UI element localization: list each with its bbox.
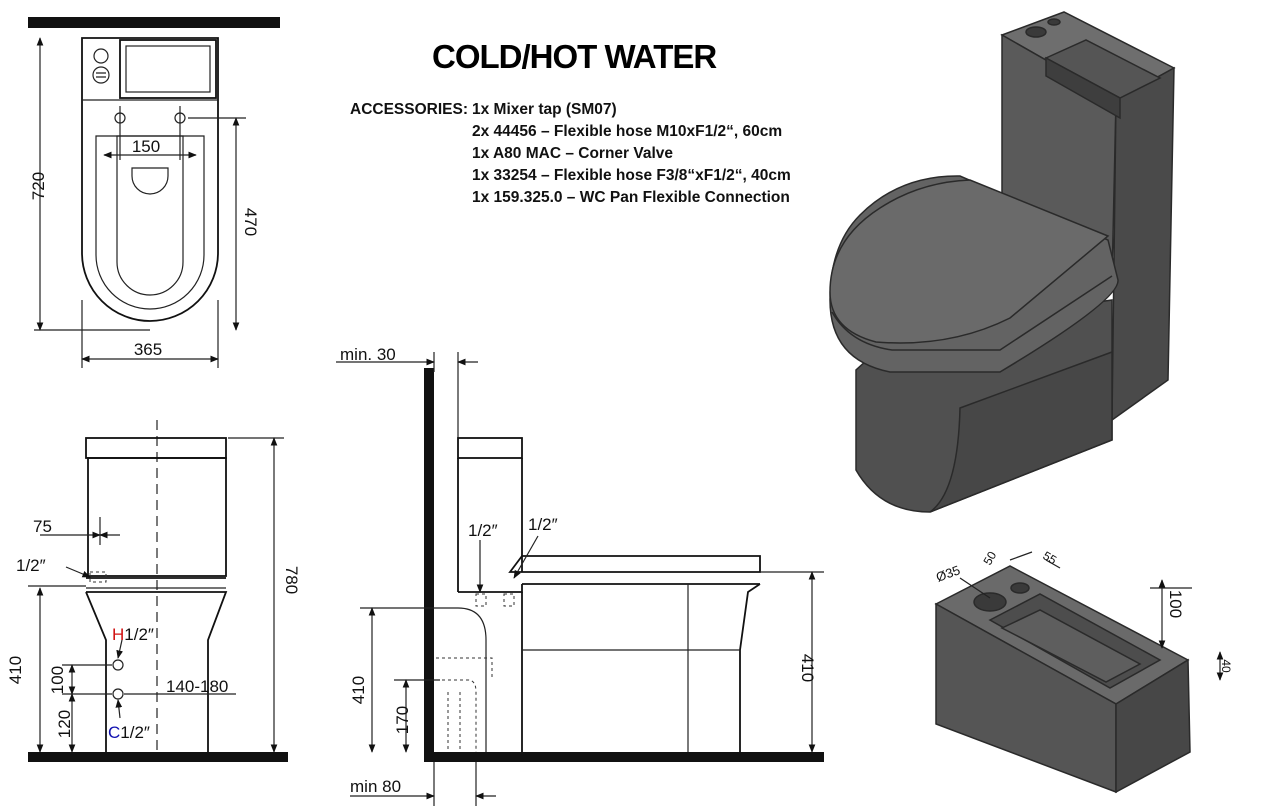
- floor-bar: [28, 752, 288, 762]
- accessory-item: 1x A80 MAC – Corner Valve: [472, 145, 674, 162]
- cold-label: C: [108, 723, 120, 742]
- dim-b: 55: [1041, 548, 1060, 567]
- dim-height: 780: [282, 566, 301, 594]
- flush-button: [92, 66, 110, 84]
- accessory-item: 1x 33254 – Flexible hose F3/8“xF1/2“, 40…: [472, 167, 791, 184]
- top-view: 720 470 150 365: [28, 17, 280, 368]
- floor-bar-side: [424, 752, 824, 762]
- page-title: COLD/HOT WATER: [432, 38, 717, 75]
- dim-hole-dia: Ø35: [934, 562, 962, 585]
- drain-hole: [93, 48, 109, 64]
- dim-hole-spacing: 150: [132, 137, 160, 156]
- side-view: min. 30 1/2″ 1/2″ 410 170 410 min 80: [336, 345, 824, 806]
- front-view: 75 1/2″ 780 410 100 120 H1/2″ C1/2″ 140-…: [6, 420, 301, 762]
- dim-total-length: 720: [29, 172, 48, 200]
- dim-range: 140-180: [166, 677, 228, 696]
- cold-inlet: [112, 688, 124, 700]
- accessories-label: ACCESSORIES:: [350, 101, 468, 118]
- toilet-outline-top: [81, 37, 219, 322]
- seat-side: [508, 555, 761, 573]
- dim-bowl-length: 470: [241, 208, 260, 236]
- accessories-list: 1x Mixer tap (SM07) 2x 44456 – Flexible …: [472, 101, 791, 211]
- toilet-render: [829, 11, 1176, 513]
- accessory-item: 1x 159.325.0 – WC Pan Flexible Connectio…: [472, 189, 790, 206]
- dim-depth: 100: [1166, 590, 1185, 618]
- wall-bar: [28, 17, 280, 28]
- hot-label: H: [112, 625, 124, 644]
- basin-detail-view: Ø35 50 55 100 40: [934, 548, 1233, 794]
- dim-inlet-top: 1/2″: [16, 556, 46, 575]
- basin-top: [119, 39, 217, 99]
- dim-inlet-height: 410: [6, 656, 25, 684]
- dim-hot: H1/2″: [112, 625, 154, 644]
- wall-bar-side: [424, 368, 434, 756]
- dim-cold: C1/2″: [108, 723, 150, 742]
- dim-spacing: 100: [48, 666, 67, 694]
- dim-min-floor: min 80: [350, 777, 401, 796]
- accessory-item: 2x 44456 – Flexible hose M10xF1/2“, 60cm: [472, 123, 783, 140]
- dim-outlet-height: 170: [393, 706, 412, 734]
- hot-size: 1/2″: [124, 625, 154, 644]
- pedestal-front: [85, 591, 228, 752]
- dim-a: 50: [980, 549, 999, 568]
- bowl-rim: [95, 135, 205, 310]
- dim-min-wall: min. 30: [340, 345, 396, 364]
- dim-height-left: 410: [349, 676, 368, 704]
- dim-inlet-a: 1/2″: [468, 521, 498, 540]
- dim-offset: 75: [33, 517, 52, 536]
- dim-cold-height: 120: [55, 710, 74, 738]
- hot-inlet: [112, 659, 124, 671]
- outlet-hole: [131, 167, 169, 195]
- dim-rim: 40: [1219, 659, 1233, 673]
- tank-front: [87, 457, 227, 577]
- pedestal-side: [458, 583, 761, 752]
- basin-lid-front: [85, 437, 227, 459]
- accessory-item: 1x Mixer tap (SM07): [472, 101, 617, 118]
- tank-side: [457, 458, 523, 592]
- dim-width: 365: [134, 340, 162, 359]
- cold-size: 1/2″: [120, 723, 150, 742]
- dim-inlet-b: 1/2″: [528, 515, 558, 534]
- dim-height-right: 410: [798, 654, 817, 682]
- basin-lid-side: [457, 437, 523, 459]
